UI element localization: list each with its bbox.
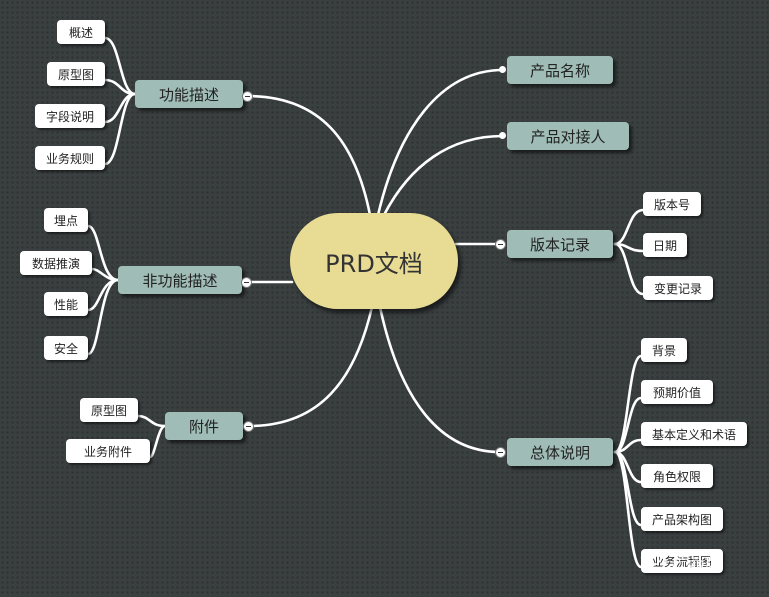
leaf-line-nf-0 [86,224,120,282]
leaf-at-prototype[interactable]: 原型图 [80,398,138,422]
branch-function-desc [245,94,372,217]
topic-attachments[interactable]: 附件 [165,412,243,440]
center-topic[interactable]: PRD文档 [290,213,458,309]
watermark-text: 产品说 [672,551,721,570]
collapse-nonfunction-desc-button[interactable] [241,277,252,288]
topic-overview[interactable]: 总体说明 [507,438,613,466]
watermark: 产品说 [640,545,760,573]
branch-end-dot [499,66,506,73]
branch-end-dot [499,132,506,139]
leaf-line-ov-0 [613,354,643,454]
wechat-icon [640,549,667,569]
leaf-ov-role-permissions[interactable]: 角色权限 [641,464,713,488]
topic-version-record[interactable]: 版本记录 [507,230,613,258]
leaf-line-fd-3 [103,92,137,166]
leaf-ov-expected-value[interactable]: 预期价值 [641,380,713,404]
topic-product-name[interactable]: 产品名称 [507,56,613,84]
leaf-nf-tracking[interactable]: 埋点 [44,208,88,232]
topic-nonfunction-desc[interactable]: 非功能描述 [118,266,242,294]
leaf-nf-performance[interactable]: 性能 [44,292,88,316]
leaf-line-at-0 [136,414,167,428]
collapse-version-record-button[interactable] [495,239,506,250]
branch-attachments [247,305,374,428]
leaf-ov-process-flow[interactable]: 业务流程图 [641,549,723,573]
leaf-line-ov-5 [613,450,643,569]
branch-product-contact [382,134,505,217]
collapse-function-desc-button[interactable] [242,91,253,102]
leaf-line-nf-1 [90,267,120,282]
leaf-line-at-1 [148,424,167,459]
leaf-at-business-attachment[interactable]: 业务附件 [66,439,150,463]
leaf-branches [86,36,645,569]
branch-overview [378,305,502,454]
leaf-line-nf-3 [86,278,120,356]
leaf-fd-business-rules[interactable]: 业务规则 [35,146,105,170]
leaf-nf-security[interactable]: 安全 [44,336,88,360]
leaf-ov-architecture[interactable]: 产品架构图 [641,507,723,531]
collapse-attachments-button[interactable] [243,421,254,432]
branch-product-name [376,68,505,217]
leaf-vr-change-log[interactable]: 变更记录 [643,276,713,300]
leaf-vr-date[interactable]: 日期 [643,233,687,257]
leaf-fd-prototype[interactable]: 原型图 [47,62,105,86]
topic-function-desc[interactable]: 功能描述 [135,80,243,108]
main-branches [245,68,505,454]
collapse-overview-button[interactable] [495,447,506,458]
leaf-ov-background[interactable]: 背景 [641,338,687,362]
leaf-fd-field-desc[interactable]: 字段说明 [35,104,105,128]
leaf-fd-overview[interactable]: 概述 [57,20,105,44]
leaf-line-vr-0 [613,208,645,246]
leaf-line-vr-2 [613,242,645,296]
leaf-nf-data-projection[interactable]: 数据推演 [20,251,92,275]
topic-product-contact[interactable]: 产品对接人 [507,122,629,150]
leaf-ov-definitions[interactable]: 基本定义和术语 [641,422,747,446]
leaf-vr-version[interactable]: 版本号 [643,192,701,216]
